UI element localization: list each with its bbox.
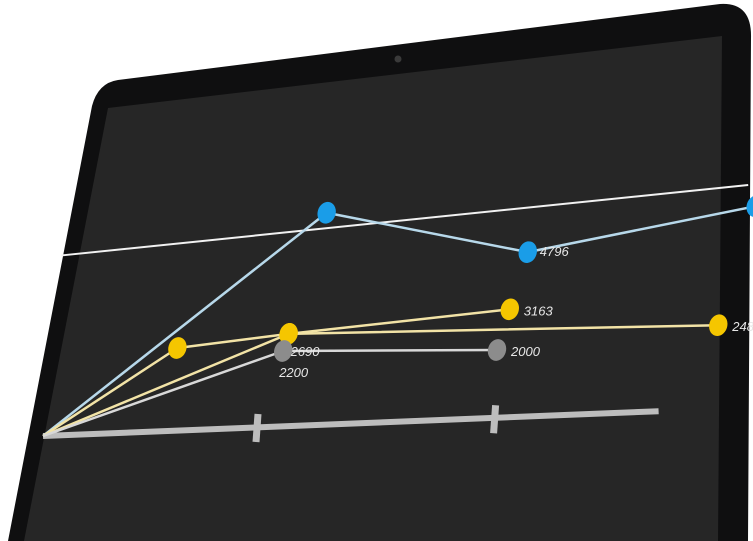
data-label: 2690 [290, 344, 321, 359]
x-axis-tick [252, 413, 262, 443]
data-label: 2200 [278, 365, 309, 380]
data-point [168, 337, 187, 359]
data-point [518, 241, 537, 263]
data-point [500, 298, 520, 321]
reference-line [61, 184, 749, 257]
screen-display [24, 36, 722, 541]
data-label: 2480 [731, 319, 753, 334]
x-axis [42, 408, 659, 439]
data-point [709, 314, 728, 337]
data-point [487, 339, 507, 361]
series-line-3 [42, 323, 719, 438]
data-point [746, 195, 753, 218]
data-point [273, 340, 293, 362]
webcam-icon [394, 55, 402, 63]
data-point [279, 323, 298, 345]
data-label: 3163 [524, 303, 554, 318]
data-label: 2000 [510, 344, 541, 359]
data-point [317, 201, 336, 224]
series-line-1 [42, 205, 753, 437]
x-axis-tick [490, 404, 500, 434]
line-chart: 4796 2690 3163 2480 2200 2000 [42, 184, 753, 443]
data-label: 4796 [540, 244, 570, 259]
